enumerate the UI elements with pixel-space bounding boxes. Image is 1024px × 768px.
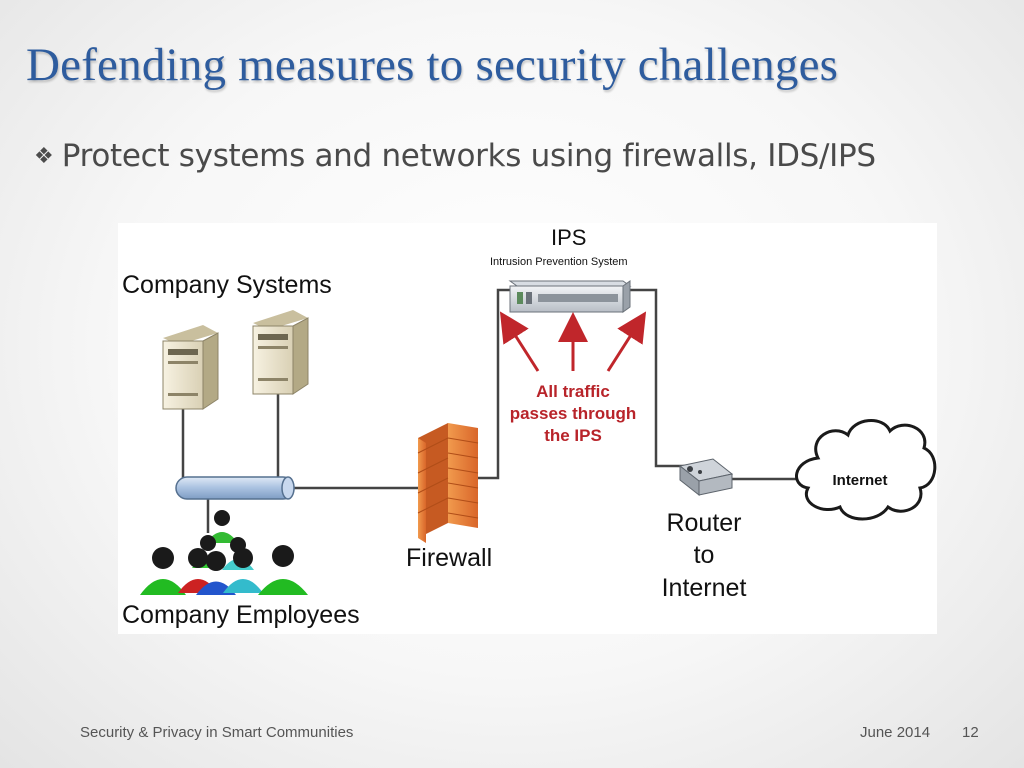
traffic-arrows <box>499 311 647 372</box>
server-icon <box>162 325 219 410</box>
bullet-item: ❖ Protect systems and networks using fir… <box>34 138 876 174</box>
footer-date: June 2014 <box>860 724 931 741</box>
company-employees-label: Company Employees <box>122 601 360 629</box>
firewall-icon <box>417 423 479 543</box>
slide-title: Defending measures to security challenge… <box>26 39 839 91</box>
network-diagram-svg: Company Systems <box>122 225 937 629</box>
traffic-note-line2: passes through <box>510 404 637 423</box>
bullet-text: Protect systems and networks using firew… <box>61 138 876 174</box>
router-label-line1: Router <box>666 509 741 537</box>
page-number: 12 <box>962 724 979 741</box>
network-bus-icon <box>175 476 295 500</box>
firewall-label: Firewall <box>406 544 492 572</box>
ips-appliance-icon <box>508 280 632 313</box>
router-icon <box>678 458 734 497</box>
internet-label: Internet <box>832 472 887 489</box>
ips-sublabel: Intrusion Prevention System <box>490 256 628 268</box>
footer-title: Security & Privacy in Smart Communities <box>80 724 354 741</box>
internet-cloud-icon <box>795 418 937 521</box>
router-label-line3: Internet <box>662 574 747 602</box>
company-systems-label: Company Systems <box>122 271 332 299</box>
router-label-line2: to <box>694 541 715 569</box>
network-diagram: Company Systems <box>118 223 937 634</box>
traffic-note-line1: All traffic <box>536 382 610 401</box>
server-icon <box>252 310 309 395</box>
ips-label: IPS <box>551 225 586 250</box>
diamond-bullet-icon: ❖ <box>34 143 54 168</box>
employees-icon <box>140 510 308 595</box>
traffic-note-line3: the IPS <box>544 426 602 445</box>
